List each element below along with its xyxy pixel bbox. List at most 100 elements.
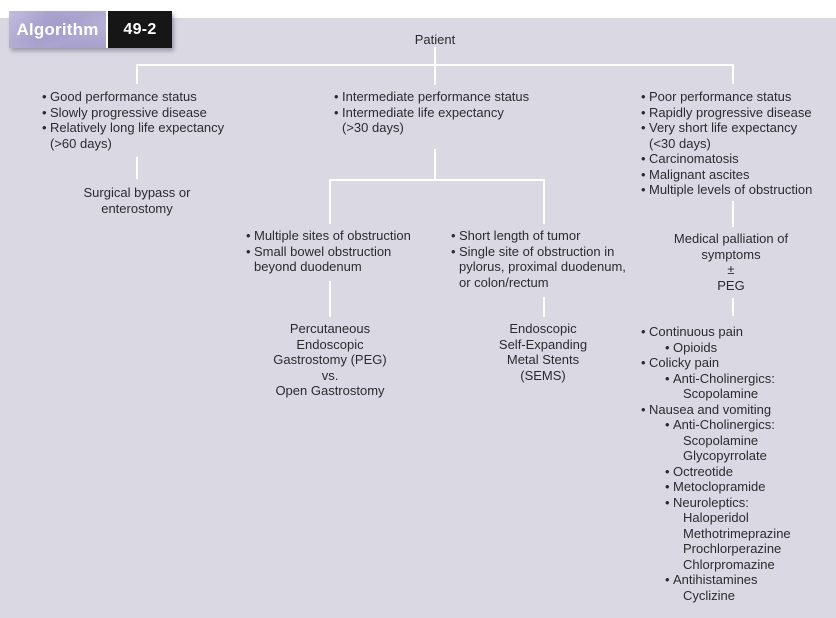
bullet-spacer (42, 136, 50, 152)
bullet-spacer (675, 433, 683, 449)
list-line: Glycopyrrolate (675, 448, 791, 464)
list-line: •Intermediate life expectancy (334, 105, 529, 121)
bullet-spacer (675, 510, 683, 526)
list-line: •Short length of tumor (451, 228, 626, 244)
list-text: Nausea and vomiting (649, 401, 772, 417)
list-line: •Small bowel obstruction (246, 244, 411, 260)
bullet-spacer (334, 120, 342, 136)
bullet-marker: • (451, 228, 456, 243)
bullet-marker: • (665, 479, 670, 494)
bullet-marker: • (641, 182, 646, 197)
list-line: •Relatively long life expectancy (42, 120, 224, 136)
list-text: Poor performance status (649, 89, 792, 104)
list-line: •Carcinomatosis (641, 151, 812, 167)
bullet-marker: • (641, 151, 646, 166)
right-branch-criteria: •Poor performance status•Rapidly progres… (641, 89, 812, 198)
connector-left-to-outcome (136, 157, 138, 179)
list-line: Chlorpromazine (675, 557, 791, 573)
middle-left-criteria: •Multiple sites of obstruction•Small bow… (246, 228, 411, 275)
list-text: Anti-Cholinergics: (673, 370, 775, 386)
list-text: Octreotide (673, 463, 733, 479)
bullet-marker: • (42, 104, 47, 120)
list-text: Slowly progressive disease (50, 104, 207, 120)
connector-midright-to-outcome (543, 297, 545, 317)
list-line: •Opioids (665, 340, 791, 356)
connector-middle-stem (434, 149, 436, 181)
root-node-patient: Patient (414, 32, 456, 47)
list-text: (<30 days) (649, 135, 711, 151)
list-line: Scopolamine (675, 433, 791, 449)
list-text: Cyclizine (683, 587, 736, 603)
bullet-spacer (675, 386, 683, 402)
connector-middle-drop (434, 64, 436, 85)
list-text: Multiple levels of obstruction (649, 182, 813, 197)
bullet-spacer (246, 259, 254, 275)
bullet-spacer (675, 448, 683, 464)
list-line: (>30 days) (334, 120, 529, 136)
list-text: pylorus, proximal duodenum, (459, 259, 626, 274)
list-text: or colon/rectum (459, 274, 549, 290)
list-line: •Very short life expectancy (641, 120, 812, 136)
bullet-marker: • (665, 339, 670, 355)
list-line: •Continuous pain (641, 324, 791, 340)
list-text: Metoclopramide (673, 479, 766, 494)
bullet-marker: • (246, 243, 251, 259)
flowchart-panel (0, 18, 836, 618)
list-line: •Malignant ascites (641, 167, 812, 183)
list-line: •Rapidly progressive disease (641, 105, 812, 121)
left-branch-criteria: •Good performance status•Slowly progress… (42, 89, 224, 151)
bullet-marker: • (641, 401, 646, 417)
list-line: •Poor performance status (641, 89, 812, 105)
bullet-marker: • (42, 89, 47, 104)
bullet-marker: • (641, 166, 646, 182)
list-text: Small bowel obstruction (254, 243, 392, 259)
list-line: •Slowly progressive disease (42, 105, 224, 121)
list-text: (>30 days) (342, 120, 404, 135)
list-line: Scopolamine (675, 386, 791, 402)
middle-right-criteria: •Short length of tumor•Single site of ob… (451, 228, 626, 290)
list-text: Intermediate life expectancy (342, 104, 504, 120)
bullet-spacer (675, 541, 683, 557)
list-text: Rapidly progressive disease (649, 104, 812, 120)
connector-midleft-to-outcome (329, 281, 331, 317)
bullet-marker: • (641, 355, 646, 370)
bullet-marker: • (641, 89, 646, 104)
list-text: Chlorpromazine (683, 556, 775, 572)
bullet-spacer (451, 259, 459, 275)
bullet-marker: • (641, 324, 646, 339)
connector-midright-drop (543, 179, 545, 224)
list-text: Very short life expectancy (649, 120, 798, 135)
list-line: (>60 days) (42, 136, 224, 152)
list-text: Scopolamine (683, 432, 759, 448)
connector-right-drop (732, 64, 734, 84)
list-text: Colicky pain (649, 355, 720, 370)
list-text: beyond duodenum (254, 259, 362, 274)
list-text: Opioids (673, 339, 718, 355)
right-branch-outcome: Medical palliation of symptoms ± PEG (673, 231, 789, 293)
list-text: Anti-Cholinergics: (673, 417, 775, 432)
list-text: Continuous pain (649, 324, 743, 339)
connector-middle-horizontal (329, 179, 545, 181)
list-text: Scopolamine (683, 386, 759, 401)
list-line: Haloperidol (675, 510, 791, 526)
bullet-marker: • (665, 370, 670, 386)
list-line: •Colicky pain (641, 355, 791, 371)
left-branch-outcome: Surgical bypass or enterostomy (83, 185, 191, 216)
bullet-marker: • (665, 572, 670, 587)
list-text: Single site of obstruction in (459, 243, 615, 259)
list-text: Relatively long life expectancy (50, 120, 225, 135)
list-line: •Octreotide (665, 464, 791, 480)
list-line: or colon/rectum (451, 275, 626, 291)
bullet-marker: • (246, 228, 251, 243)
list-text: Intermediate performance status (342, 89, 530, 104)
bullet-marker: • (42, 120, 47, 135)
bullet-marker: • (641, 104, 646, 120)
connector-right-to-palliation (732, 201, 734, 227)
list-line: •Good performance status (42, 89, 224, 105)
list-text: Multiple sites of obstruction (254, 228, 411, 243)
list-line: •Nausea and vomiting (641, 402, 791, 418)
list-line: •Multiple sites of obstruction (246, 228, 411, 244)
bullet-marker: • (665, 494, 670, 510)
algorithm-badge-number: 49-2 (106, 11, 172, 48)
list-line: beyond duodenum (246, 259, 411, 275)
